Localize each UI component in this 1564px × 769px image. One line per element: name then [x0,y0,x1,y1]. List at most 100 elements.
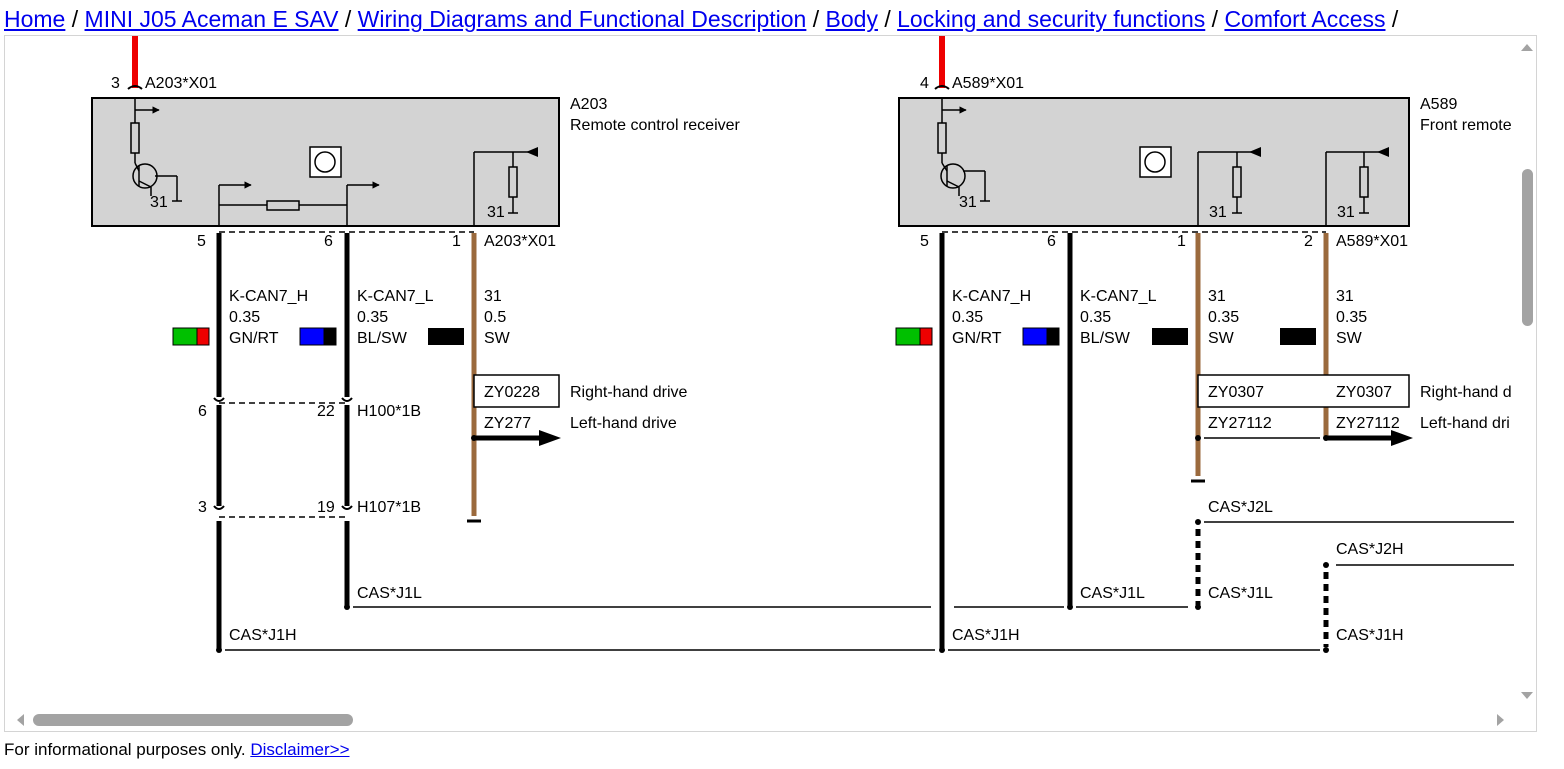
wire-signal-ground-right-1: 31 [1208,288,1226,305]
cas-j1l-left: CAS*J1L [357,585,422,602]
wire-color-kcan7h-left: GN/RT [229,330,279,347]
breadcrumb-separator: / [1391,6,1399,32]
horizontal-scrollbar[interactable] [5,711,1518,731]
top-pin-right: 4 [920,75,929,92]
top-pin-left: 3 [111,75,120,92]
pin-left-6: 6 [324,233,333,250]
module-a203-id: A203 [570,96,607,113]
power-wire-left [132,36,138,88]
footer: For informational purposes only. Disclai… [4,739,350,761]
splice-alt-zy27112-2: ZY27112 [1336,415,1400,432]
cas-j1h-left: CAS*J1H [229,627,297,644]
ground-label-left-1: 31 [150,194,168,211]
h100-connector: H100*1B [357,403,421,420]
swatch-sw-left [428,328,464,345]
ground-label-right-1: 31 [959,194,977,211]
wire-color-kcan7l-right: BL/SW [1080,330,1131,347]
wire-size-kcan7l-left: 0.35 [357,309,388,326]
wire-color-ground-right-2: SW [1336,330,1363,347]
breadcrumb-link-home[interactable]: Home [4,6,66,32]
horizontal-scroll-thumb[interactable] [33,714,353,726]
splice-alt-zy277: ZY277 [484,415,531,432]
splice-alt-zy27112-1: ZY27112 [1208,415,1272,432]
wire-size-kcan7h-right: 0.35 [952,309,983,326]
cas-j2h: CAS*J2H [1336,541,1404,558]
h100-pin-left: 6 [198,403,207,420]
footer-text: For informational purposes only. [4,740,246,759]
ground-label-right-3: 31 [1337,204,1355,221]
wire-color-kcan7h-right: GN/RT [952,330,1002,347]
swatch-gnrt-right [895,327,933,346]
cas-j1h-right-a: CAS*J1H [952,627,1020,644]
wire-size-kcan7l-right: 0.35 [1080,309,1111,326]
a589-internal-circuit [937,98,1389,226]
breadcrumb-link-wiring-diagrams[interactable]: Wiring Diagrams and Functional Descripti… [357,6,807,32]
splice-box-zy0307-label-2: ZY0307 [1336,384,1392,401]
breadcrumb-link-locking-security[interactable]: Locking and security functions [897,6,1206,32]
swatch-blsw-right [1022,327,1060,346]
breadcrumb-separator: / [884,6,891,32]
vertical-scrollbar[interactable] [1518,36,1536,711]
swatch-sw-right-2 [1280,328,1316,345]
wire-signal-ground-left: 31 [484,288,502,305]
wire-color-ground-left: SW [484,330,511,347]
wire-signal-kcan7h-left: K-CAN7_H [229,288,308,305]
pin-right-1: 1 [1177,233,1186,250]
wire-size-ground-left: 0.5 [484,309,506,326]
top-connector-left: A203*X01 [145,75,217,92]
rhd-label-left: Right-hand drive [570,384,688,401]
lhd-label-left: Left-hand drive [570,415,677,432]
module-a589-id: A589 [1420,96,1457,113]
wire-signal-ground-right-2: 31 [1336,288,1354,305]
pin-left-5: 5 [197,233,206,250]
h107-connector: H107*1B [357,499,421,516]
diagram-viewer[interactable]: 3 A203*X01 A203 Remote control receiver [4,35,1537,732]
swatch-gnrt-left [172,327,210,346]
power-wire-right [939,36,945,88]
wire-size-ground-right-1: 0.35 [1208,309,1239,326]
breadcrumb-link-vehicle[interactable]: MINI J05 Aceman E SAV [84,6,339,32]
wire-signal-kcan7h-right: K-CAN7_H [952,288,1031,305]
ground-label-right-2: 31 [1209,204,1227,221]
module-a203-name: Remote control receiver [570,117,741,134]
bottom-connector-right: A589*X01 [1336,233,1408,250]
h107-pin-right: 19 [317,499,335,516]
breadcrumb-link-body[interactable]: Body [825,6,878,32]
ground-label-left-2: 31 [487,204,505,221]
cas-j1h-right-b: CAS*J1H [1336,627,1404,644]
pin-right-2: 2 [1304,233,1313,250]
wire-color-ground-right-1: SW [1208,330,1235,347]
wiring-diagram: 3 A203*X01 A203 Remote control receiver [91,36,1514,653]
wire-signal-kcan7l-left: K-CAN7_L [357,288,434,305]
splice-box-zy0307 [1197,374,1410,408]
pin-right-6: 6 [1047,233,1056,250]
lhd-label-right: Left-hand dri [1420,415,1510,432]
splice-box-zy0228-label: ZY0228 [484,384,540,401]
cas-j1l-right-a: CAS*J1L [1080,585,1145,602]
bottom-connector-left: A203*X01 [484,233,556,250]
a203-internal-circuit [130,98,538,226]
pin-left-1: 1 [452,233,461,250]
splice-box-zy0307-label-1: ZY0307 [1208,384,1264,401]
h100-pin-right: 22 [317,403,335,420]
splice-box-zy0228 [473,374,560,408]
breadcrumb-separator: / [1211,6,1219,32]
swatch-blsw-left [299,327,337,346]
wire-size-ground-right-2: 0.35 [1336,309,1367,326]
scroll-up-icon[interactable] [1521,44,1533,51]
wire-size-kcan7h-left: 0.35 [229,309,260,326]
scroll-left-icon[interactable] [17,714,24,726]
breadcrumb-separator: / [71,6,79,32]
scroll-down-icon[interactable] [1521,692,1533,699]
module-a589-name: Front remote [1420,117,1512,134]
wire-color-kcan7l-left: BL/SW [357,330,408,347]
wire-signal-kcan7l-right: K-CAN7_L [1080,288,1157,305]
breadcrumb-link-comfort-access[interactable]: Comfort Access [1224,6,1386,32]
swatch-sw-right-1 [1152,328,1188,345]
vertical-scroll-thumb[interactable] [1522,169,1533,326]
pin-right-5: 5 [920,233,929,250]
cas-j2l: CAS*J2L [1208,499,1273,516]
disclaimer-link[interactable]: Disclaimer>> [250,740,350,759]
scroll-right-icon[interactable] [1497,714,1504,726]
breadcrumb: Home / MINI J05 Aceman E SAV / Wiring Di… [4,4,1398,34]
